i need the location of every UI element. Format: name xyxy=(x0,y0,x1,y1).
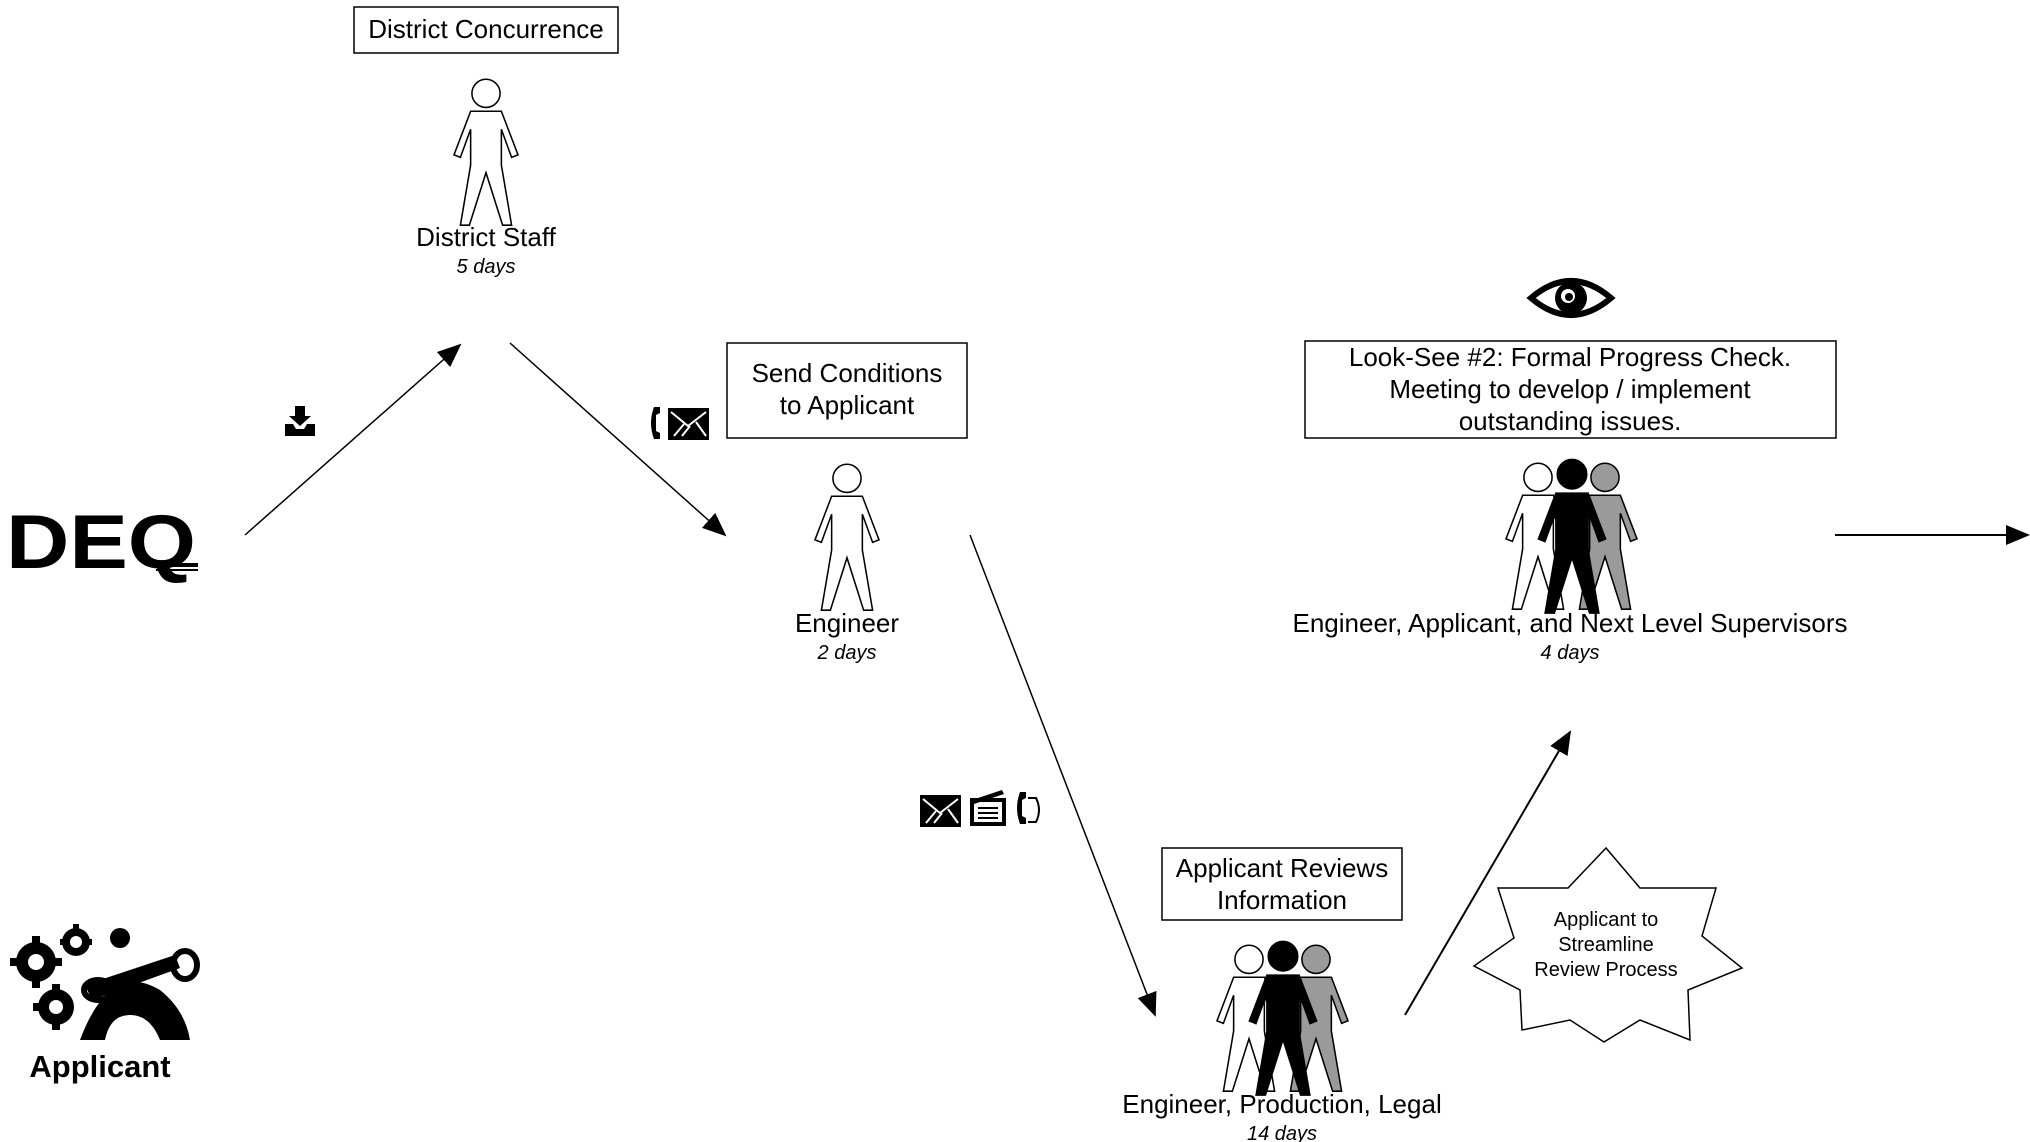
applicant-review-role: Engineer, Production, Legal xyxy=(1122,1089,1441,1119)
arrow-district-to-engineer xyxy=(509,342,727,537)
arrow-deq-to-district xyxy=(244,343,462,536)
arrow-applicant-review-to-look-see xyxy=(1404,730,1572,1016)
engineer-box-line1: Send Conditions xyxy=(752,358,943,388)
district-days: 5 days xyxy=(457,256,516,278)
engineer-box xyxy=(726,342,968,439)
district-staff-figure xyxy=(453,78,519,226)
deq-logo-text: DEQ xyxy=(6,500,196,585)
look-see-box-line1: Look-See #2: Formal Progress Check. xyxy=(1349,342,1791,372)
starburst-line3: Review Process xyxy=(1534,959,1677,981)
arrow-engineer-to-applicant-review xyxy=(969,534,1157,1017)
step-applicant-review: Applicant Reviews Information Engineer, … xyxy=(1122,847,1442,1142)
district-box xyxy=(353,6,619,54)
district-role: District Staff xyxy=(416,222,556,252)
look-see-days: 4 days xyxy=(1541,642,1600,664)
engineer-box-line2: to Applicant xyxy=(780,390,915,420)
applicant-review-box-line1: Applicant Reviews xyxy=(1176,853,1388,883)
streamline-starburst: Applicant to Streamline Review Process xyxy=(1472,846,1744,1043)
applicant-review-group-figure xyxy=(1216,940,1349,1096)
document-icon xyxy=(970,790,1006,826)
starburst-line1: Applicant to xyxy=(1554,909,1659,931)
fax-icon xyxy=(668,408,709,440)
look-see-role: Engineer, Applicant, and Next Level Supe… xyxy=(1292,608,1847,638)
applicant-logo: Applicant xyxy=(10,924,200,1084)
phone-icon-2 xyxy=(1017,792,1040,824)
applicant-review-box-line2: Information xyxy=(1217,885,1347,915)
deq-logo: DEQ xyxy=(6,500,198,585)
applicant-review-days: 14 days xyxy=(1247,1123,1317,1142)
look-see-box xyxy=(1304,340,1837,439)
gears-icon xyxy=(10,924,200,1040)
step-look-see: Look-See #2: Formal Progress Check. Meet… xyxy=(1292,278,1848,664)
look-see-box-line3: outstanding issues. xyxy=(1459,406,1682,436)
fax-icon-2 xyxy=(920,795,961,827)
engineer-days: 2 days xyxy=(817,642,877,664)
phone-icon xyxy=(651,407,660,439)
applicant-review-box xyxy=(1161,847,1403,921)
step-district: District Concurrence District Staff 5 da… xyxy=(353,6,619,278)
inbox-download-icon xyxy=(285,406,315,436)
eye-icon xyxy=(1526,278,1616,318)
starburst-line2: Streamline xyxy=(1558,934,1654,956)
flow-arrows xyxy=(244,342,2030,1017)
engineer-figure xyxy=(814,463,880,611)
applicant-label: Applicant xyxy=(29,1049,170,1084)
engineer-role: Engineer xyxy=(795,608,899,638)
look-see-box-line2: Meeting to develop / implement xyxy=(1389,374,1751,404)
district-box-label: District Concurrence xyxy=(368,14,604,44)
look-see-group-figure xyxy=(1505,458,1638,614)
step-engineer: Send Conditions to Applicant Engineer 2 … xyxy=(726,342,968,664)
